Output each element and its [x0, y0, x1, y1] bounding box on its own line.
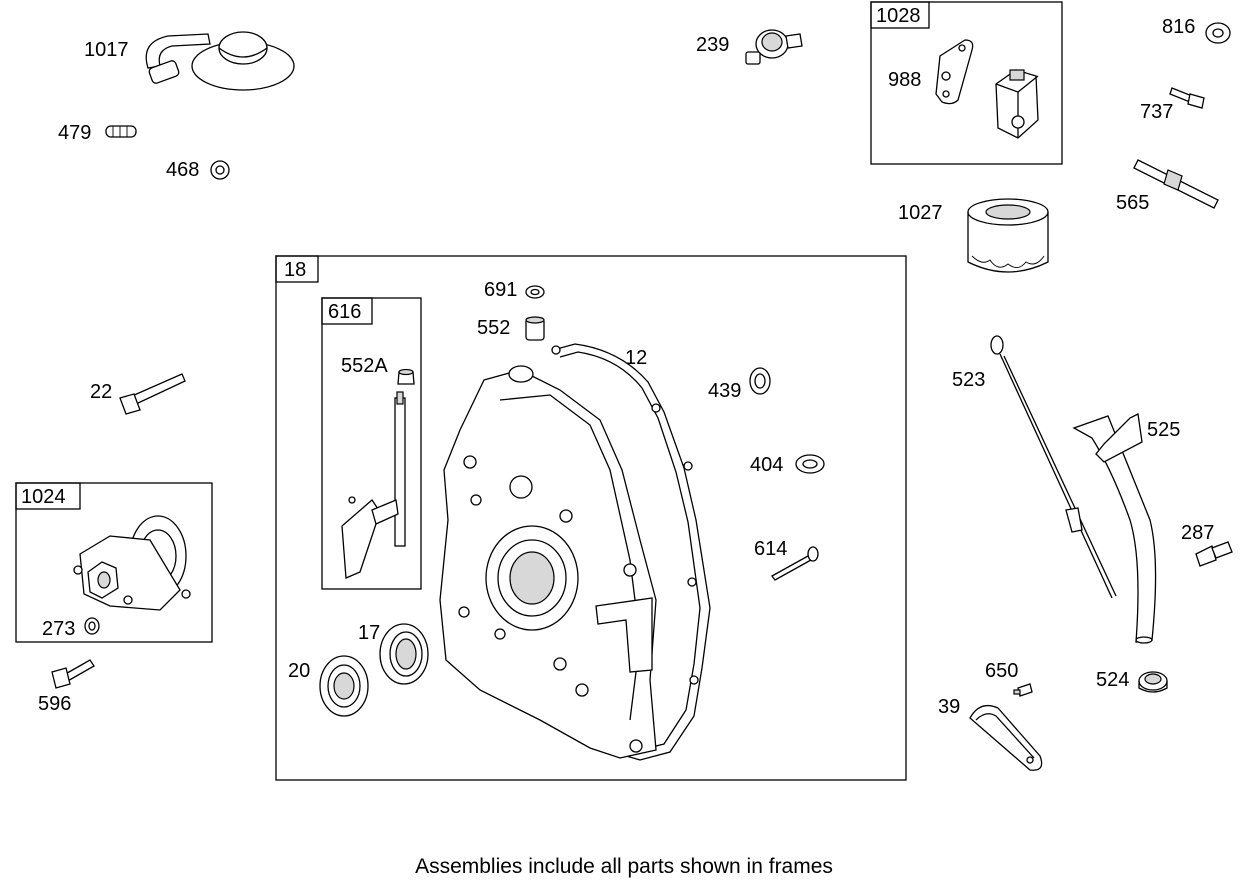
- part-616-governor-shaft: [341, 391, 406, 579]
- part-1017-breather: [145, 31, 295, 91]
- label-439: 439: [708, 380, 741, 402]
- part-816-lock-washer: [1205, 22, 1231, 44]
- frame-1028: 1028: [870, 1, 1063, 165]
- label-614: 614: [754, 538, 787, 560]
- label-468: 468: [166, 159, 199, 181]
- label-1027: 1027: [898, 202, 943, 224]
- part-273-oring: [84, 617, 100, 635]
- part-596-bolt: [51, 659, 95, 689]
- part-691-washer: [525, 285, 545, 299]
- label-691: 691: [484, 279, 517, 301]
- label-17: 17: [358, 622, 380, 644]
- part-17-bearing: [379, 623, 429, 685]
- part-479-fitting: [105, 125, 137, 138]
- label-39: 39: [938, 696, 960, 718]
- part-552a-cap: [397, 368, 415, 385]
- part-614-pin: [771, 546, 819, 581]
- part-524-drain-plug: [1138, 671, 1168, 693]
- label-20: 20: [288, 660, 310, 682]
- frame-616-label: 616: [328, 301, 361, 323]
- label-404: 404: [750, 454, 783, 476]
- label-737: 737: [1140, 101, 1173, 123]
- frame-18-label: 18: [284, 259, 306, 281]
- frame-1024-label: 1024: [21, 486, 66, 508]
- part-18-crankcase-cover: [439, 365, 657, 759]
- part-523-dipstick: [990, 335, 1117, 599]
- footer-caption: Assemblies include all parts shown in fr…: [415, 855, 833, 878]
- label-273: 273: [42, 618, 75, 640]
- part-20-seal: [319, 655, 369, 717]
- part-39-cover-plate: [969, 704, 1043, 771]
- frame-1024: 1024: [15, 482, 213, 643]
- part-468-washer: [210, 160, 230, 180]
- label-552: 552: [477, 317, 510, 339]
- part-1024-oil-pump: [73, 515, 191, 611]
- label-525: 525: [1147, 419, 1180, 441]
- label-287: 287: [1181, 522, 1214, 544]
- part-22-bolt: [119, 373, 186, 415]
- part-737-bolt: [1169, 87, 1205, 109]
- frame-616: 616: [321, 297, 422, 590]
- label-12: 12: [625, 347, 647, 369]
- label-988: 988: [888, 69, 921, 91]
- part-650-screw: [1013, 683, 1033, 697]
- part-988-bracket: [935, 39, 974, 105]
- label-524: 524: [1096, 669, 1129, 691]
- label-22: 22: [90, 381, 112, 403]
- part-287-bolt: [1195, 541, 1233, 567]
- frame-1028-label: 1028: [876, 5, 921, 27]
- label-650: 650: [985, 660, 1018, 682]
- part-565-stud: [1133, 159, 1219, 209]
- label-565: 565: [1116, 192, 1149, 214]
- label-816: 816: [1162, 16, 1195, 38]
- label-523: 523: [952, 369, 985, 391]
- label-239: 239: [696, 34, 729, 56]
- part-552-dowel: [525, 316, 545, 341]
- part-404-washer: [795, 454, 825, 474]
- frame-18: 18: [275, 255, 907, 781]
- part-1027-oil-filter: [967, 198, 1049, 273]
- part-525-dipstick-tube: [1072, 413, 1157, 644]
- part-439-seal: [749, 367, 771, 395]
- label-552a: 552A: [341, 355, 388, 377]
- label-479: 479: [58, 122, 91, 144]
- part-239-pressure-switch: [745, 29, 803, 65]
- part-1028-filter-adapter: [995, 69, 1039, 139]
- part-12-gasket: [551, 343, 711, 761]
- label-1017: 1017: [84, 39, 129, 61]
- label-596: 596: [38, 693, 71, 715]
